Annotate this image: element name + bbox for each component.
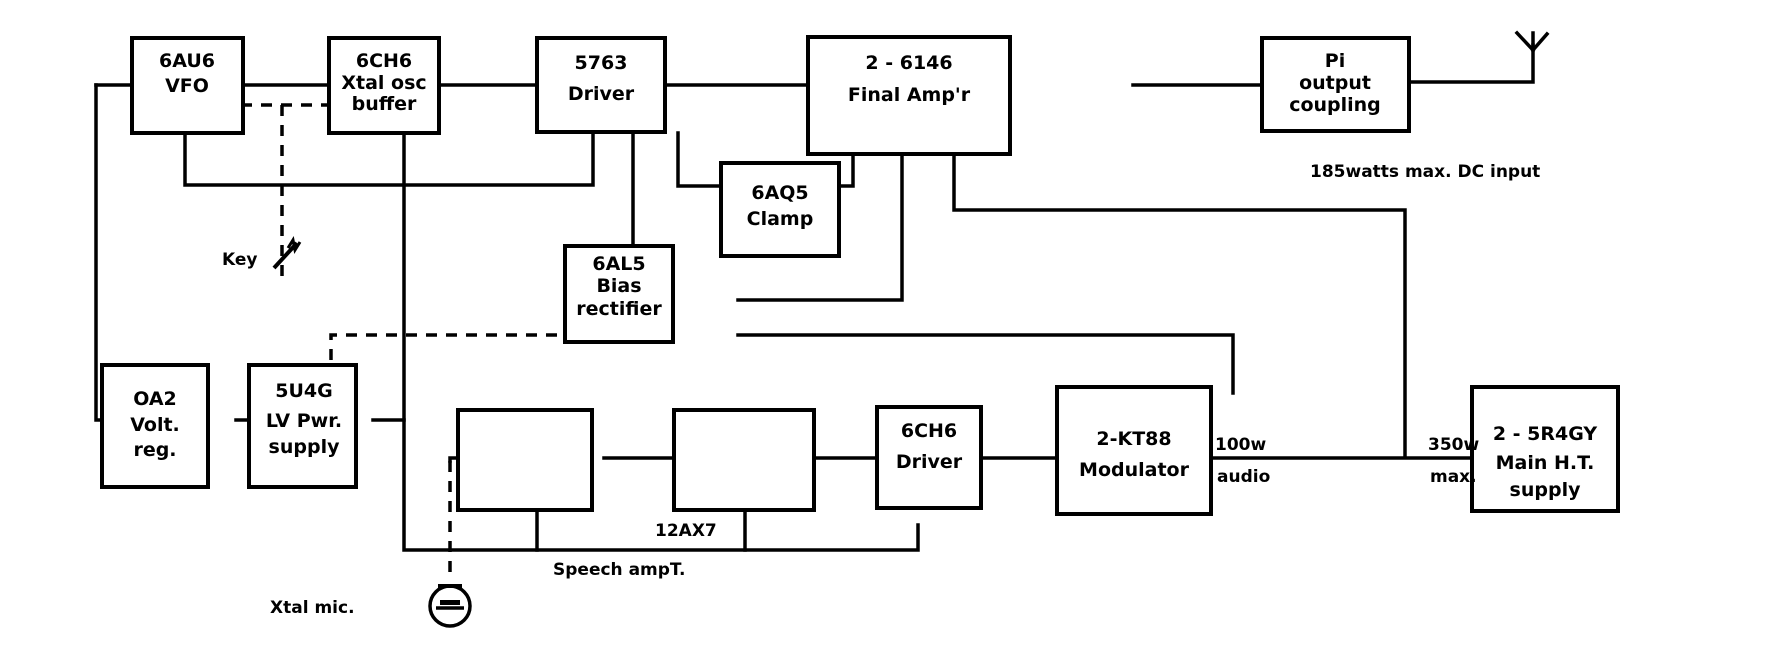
ht-power-label: 350w xyxy=(1428,435,1479,455)
block-final-amp-line-2: Final Amp'r xyxy=(848,84,971,106)
antenna-icon xyxy=(1514,30,1550,53)
block-modulator-line-1: 2-KT88 xyxy=(1096,428,1171,450)
block-lv-supply[interactable]: 5U4G LV Pwr. supply xyxy=(247,363,358,489)
wire-final-to-bias xyxy=(736,150,904,302)
block-ht-line-1: 2 - 5R4GY xyxy=(1493,423,1598,445)
block-clamp-line-2: Clamp xyxy=(747,208,814,230)
block-modulator[interactable]: 2-KT88 Modulator xyxy=(1055,385,1213,516)
block-bias-line-2: Bias xyxy=(596,275,641,297)
block-audio-driver-line-1: 6CH6 xyxy=(901,420,957,442)
key-switch-icon xyxy=(272,236,302,270)
mic-label: Xtal mic. xyxy=(270,598,355,618)
audio-label: audio xyxy=(1217,467,1270,487)
block-xtal-osc-line-2: Xtal osc xyxy=(341,72,426,94)
block-pi-line-1: Pi xyxy=(1325,50,1345,72)
block-modulator-line-2: Modulator xyxy=(1079,459,1190,481)
block-speech-amp-1[interactable] xyxy=(456,408,594,512)
dc-input-note: 185watts max. DC input xyxy=(1310,162,1540,182)
block-oa2-line-3: reg. xyxy=(133,439,176,461)
block-final-amp-line-1: 2 - 6146 xyxy=(865,52,952,74)
block-speech-amp-2[interactable] xyxy=(672,408,816,512)
audio-power-label: 100w xyxy=(1215,435,1266,455)
wire-bias-to-modulator xyxy=(736,333,1235,395)
block-pi-line-2: output xyxy=(1299,72,1371,94)
ht-max-label: max. xyxy=(1430,467,1477,487)
block-pi-coupling[interactable]: Pi output coupling xyxy=(1260,36,1411,133)
block-vfo-line-1: 6AU6 xyxy=(159,50,215,72)
block-xtal-osc[interactable]: 6CH6 Xtal osc buffer xyxy=(327,36,441,135)
block-xtal-osc-line-3: buffer xyxy=(352,93,417,115)
block-5763-line-1: 5763 xyxy=(575,52,628,74)
block-xtal-osc-line-1: 6CH6 xyxy=(356,50,412,72)
block-bias-rectifier[interactable]: 6AL5 Bias rectifier xyxy=(563,244,675,344)
block-oa2-line-1: OA2 xyxy=(133,388,177,410)
wire-final-to-ht xyxy=(952,150,1407,457)
block-vfo[interactable]: 6AU6 VFO xyxy=(130,36,245,135)
block-ht-line-3: supply xyxy=(1510,479,1582,501)
block-audio-driver[interactable]: 6CH6 Driver xyxy=(875,405,983,510)
block-ht-supply[interactable]: 2 - 5R4GY Main H.T. supply xyxy=(1470,385,1620,513)
tube-12ax7-label: 12AX7 xyxy=(655,521,717,541)
block-volt-reg[interactable]: OA2 Volt. reg. xyxy=(100,363,210,489)
block-final-amp[interactable]: 2 - 6146 Final Amp'r xyxy=(806,35,1012,156)
wire-pi-to-antenna xyxy=(1407,43,1535,84)
key-label: Key xyxy=(222,250,258,270)
block-5u4g-line-1: 5U4G xyxy=(275,380,332,402)
block-5u4g-line-2: LV Pwr. xyxy=(266,410,342,432)
block-vfo-line-2: VFO xyxy=(165,75,209,97)
wire-b-plus-rail xyxy=(402,131,920,552)
block-clamp-line-1: 6AQ5 xyxy=(751,182,808,204)
block-5763-driver[interactable]: 5763 Driver xyxy=(535,36,667,134)
block-ht-line-2: Main H.T. xyxy=(1496,452,1595,474)
wire-mic-input xyxy=(448,456,460,463)
dashed-wires xyxy=(241,103,565,575)
block-clamp[interactable]: 6AQ5 Clamp xyxy=(719,161,841,258)
microphone-icon xyxy=(428,584,472,628)
block-5u4g-line-3: supply xyxy=(269,436,341,458)
block-audio-driver-line-2: Driver xyxy=(896,451,963,473)
block-5763-line-2: Driver xyxy=(568,83,635,105)
wire-vfo-loop xyxy=(183,131,595,187)
block-bias-line-1: 6AL5 xyxy=(592,253,645,275)
block-pi-line-3: coupling xyxy=(1289,94,1381,116)
block-oa2-line-2: Volt. xyxy=(130,414,180,436)
block-bias-line-3: rectifier xyxy=(576,298,662,320)
wire-driver-to-clamp xyxy=(676,131,723,188)
speech-amp-label: Speech ampT. xyxy=(553,560,685,580)
dashed-bias-to-5u4g xyxy=(329,333,565,360)
